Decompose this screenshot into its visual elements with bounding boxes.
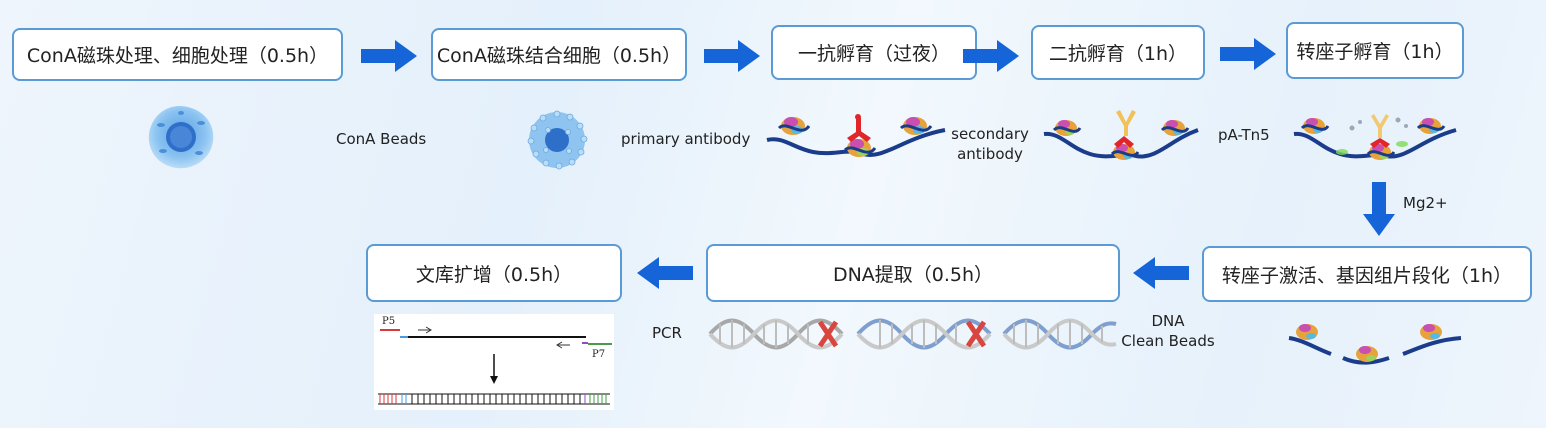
cell-icon (148, 105, 214, 169)
arrow-left-icon (1133, 257, 1189, 289)
fragmented-chromatin-icon (1288, 324, 1462, 365)
arrow-right-icon (361, 40, 417, 72)
step-text: 转座子激活、基因组片段化（1h） (1221, 264, 1513, 287)
label-secondary-antibody: secondary antibody (950, 124, 1030, 164)
label-line: antibody (957, 145, 1023, 163)
step-dna-extraction: DNA提取（0.5h） (706, 244, 1120, 302)
arrow-right-icon (1220, 38, 1276, 70)
chromatin-pa-tn5-icon (1293, 114, 1457, 160)
step-library-amplification: 文库扩增（0.5h） (366, 244, 622, 302)
step-text: ConA磁珠处理、细胞处理（0.5h） (26, 45, 329, 67)
label-p7: P7 (592, 349, 606, 360)
arrow-right-icon (963, 40, 1019, 72)
step-text: 转座子孵育（1h） (1296, 41, 1454, 63)
label-cona-beads: ConA Beads (336, 130, 427, 148)
nucleosome (843, 139, 877, 157)
label-line: DNA (1151, 312, 1185, 330)
pcr-diagram (378, 326, 612, 405)
tn5-icon (1336, 114, 1408, 155)
label-p5: P5 (382, 316, 396, 327)
arrow-right-icon (704, 40, 760, 72)
dna-helix-icon (708, 318, 844, 350)
dna-helix-icon (856, 318, 992, 350)
label-mg: Mg2+ (1403, 194, 1448, 212)
step-cona-bind-cells: ConA磁珠结合细胞（0.5h） (431, 28, 687, 81)
label-pcr: PCR (652, 324, 682, 342)
step-primary-antibody: 一抗孵育（过夜） (771, 25, 977, 80)
nucleosome (777, 117, 811, 135)
label-line: secondary (951, 125, 1029, 143)
bead-cell-icon (527, 110, 588, 170)
arrow-left-icon (637, 257, 693, 289)
primary-antibody-icon (847, 114, 871, 142)
step-text: ConA磁珠结合细胞（0.5h） (436, 45, 682, 67)
chromatin-secondary-antibody-icon (1043, 110, 1199, 160)
label-line: Clean Beads (1121, 332, 1215, 350)
arrow-down-icon (1363, 182, 1395, 236)
chromatin-primary-antibody-icon (766, 114, 946, 157)
nucleosome (899, 117, 933, 135)
step-cona-cell-treatment: ConA磁珠处理、细胞处理（0.5h） (12, 28, 343, 81)
step-transposon-incubation: 转座子孵育（1h） (1286, 22, 1464, 79)
pcr-schematic: P5 P7 (374, 314, 614, 410)
step-text: DNA提取（0.5h） (832, 263, 994, 286)
step-text: 文库扩增（0.5h） (415, 263, 573, 286)
step-text: 二抗孵育（1h） (1048, 43, 1188, 65)
step-secondary-antibody: 二抗孵育（1h） (1031, 25, 1205, 80)
secondary-antibody-icon (1114, 110, 1136, 148)
dna-helix-icon (1002, 318, 1117, 350)
label-primary-antibody: primary antibody (621, 130, 751, 148)
step-tagmentation: 转座子激活、基因组片段化（1h） (1202, 246, 1532, 302)
label-dna-clean-beads: DNA Clean Beads (1118, 311, 1218, 351)
label-pa-tn5: pA-Tn5 (1218, 126, 1270, 144)
step-text: 一抗孵育（过夜） (797, 43, 950, 65)
